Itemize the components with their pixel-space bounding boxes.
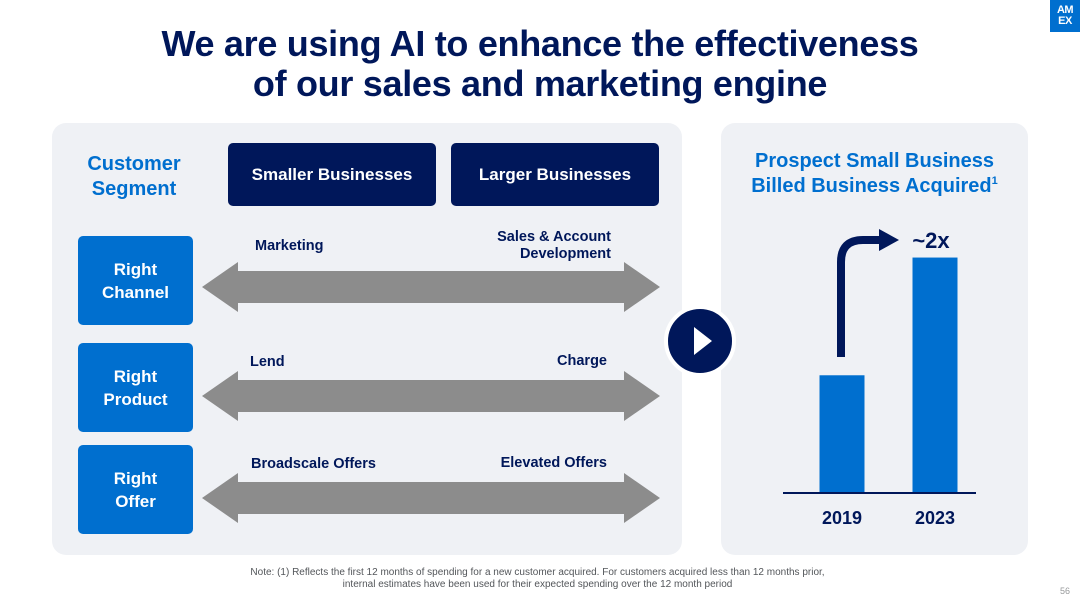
page-title-line-1: We are using AI to enhance the effective… (161, 23, 919, 64)
label-line-1: Sales & Account (497, 229, 611, 245)
double-arrow-channel (202, 262, 660, 312)
customer-segment-label: Customer Segment (60, 152, 208, 202)
growth-arrow (837, 236, 883, 357)
row-label-line-1: Right (113, 259, 158, 279)
chart-title-line-2: Billed Business Acquired1 (721, 174, 1028, 199)
label-lend: Lend (250, 354, 285, 370)
double-arrow-product (202, 371, 660, 421)
amex-logo: AM EX (1050, 0, 1080, 32)
play-next-button[interactable] (664, 305, 736, 377)
column-header-smaller-businesses: Smaller Businesses (228, 143, 436, 206)
row-box-right-offer: Right Offer (78, 445, 193, 534)
x-tick-labels: 2019 2023 (822, 508, 955, 528)
footnote-line-2: internal estimates have been used for th… (342, 579, 733, 590)
label-broadscale-offers: Broadscale Offers (251, 456, 376, 472)
growth-annotation: ~2x (912, 228, 950, 253)
label-elevated-offers: Elevated Offers (500, 455, 607, 471)
bar-group (819, 257, 958, 493)
x-tick-label-2023: 2023 (915, 508, 955, 528)
row-box-right-product: Right Product (78, 343, 193, 432)
chart-title-line-1: Prospect Small Business (755, 150, 994, 172)
label-line-2: Development (519, 246, 611, 262)
row-label-line-2: Channel (101, 282, 170, 302)
label-marketing: Marketing (255, 238, 324, 254)
double-arrow-offer (202, 473, 660, 523)
footnote-marker: 1 (991, 175, 998, 187)
chart-title-line-2-text: Billed Business Acquired (751, 175, 992, 197)
bar-chart: ~2x 2019 2023 (783, 228, 976, 528)
label-sales-account-development: Sales & Account Development (450, 229, 611, 263)
page-number: 56 (1059, 586, 1070, 596)
row-box-right-channel: Right Channel (78, 236, 193, 325)
row-label-line-2: Product (103, 389, 168, 409)
segment-label-line-2: Segment (91, 178, 177, 200)
logo-line-1: AM (1056, 4, 1074, 16)
page-title-line-2: of our sales and marketing engine (252, 63, 828, 104)
chart-title: Prospect Small Business Billed Business … (721, 149, 1028, 199)
footnote-line-1: Note: (1) Reflects the first 12 months o… (250, 567, 825, 578)
row-label-line-2: Offer (115, 491, 156, 511)
bar-2023 (912, 257, 958, 493)
row-label-line-1: Right (113, 366, 158, 386)
label-charge: Charge (557, 353, 607, 369)
page-title: We are using AI to enhance the effective… (0, 24, 1080, 104)
column-header-larger-businesses: Larger Businesses (451, 143, 659, 206)
chart-panel (721, 123, 1028, 555)
logo-line-2: EX (1058, 15, 1072, 27)
bar-2019 (819, 375, 865, 493)
play-icon (694, 327, 712, 355)
footnote: Note: (1) Reflects the first 12 months o… (0, 567, 1075, 591)
segment-label-line-1: Customer (87, 153, 181, 175)
growth-arrowhead (879, 229, 899, 251)
row-label-line-1: Right (113, 468, 158, 488)
x-tick-label-2019: 2019 (822, 508, 862, 528)
